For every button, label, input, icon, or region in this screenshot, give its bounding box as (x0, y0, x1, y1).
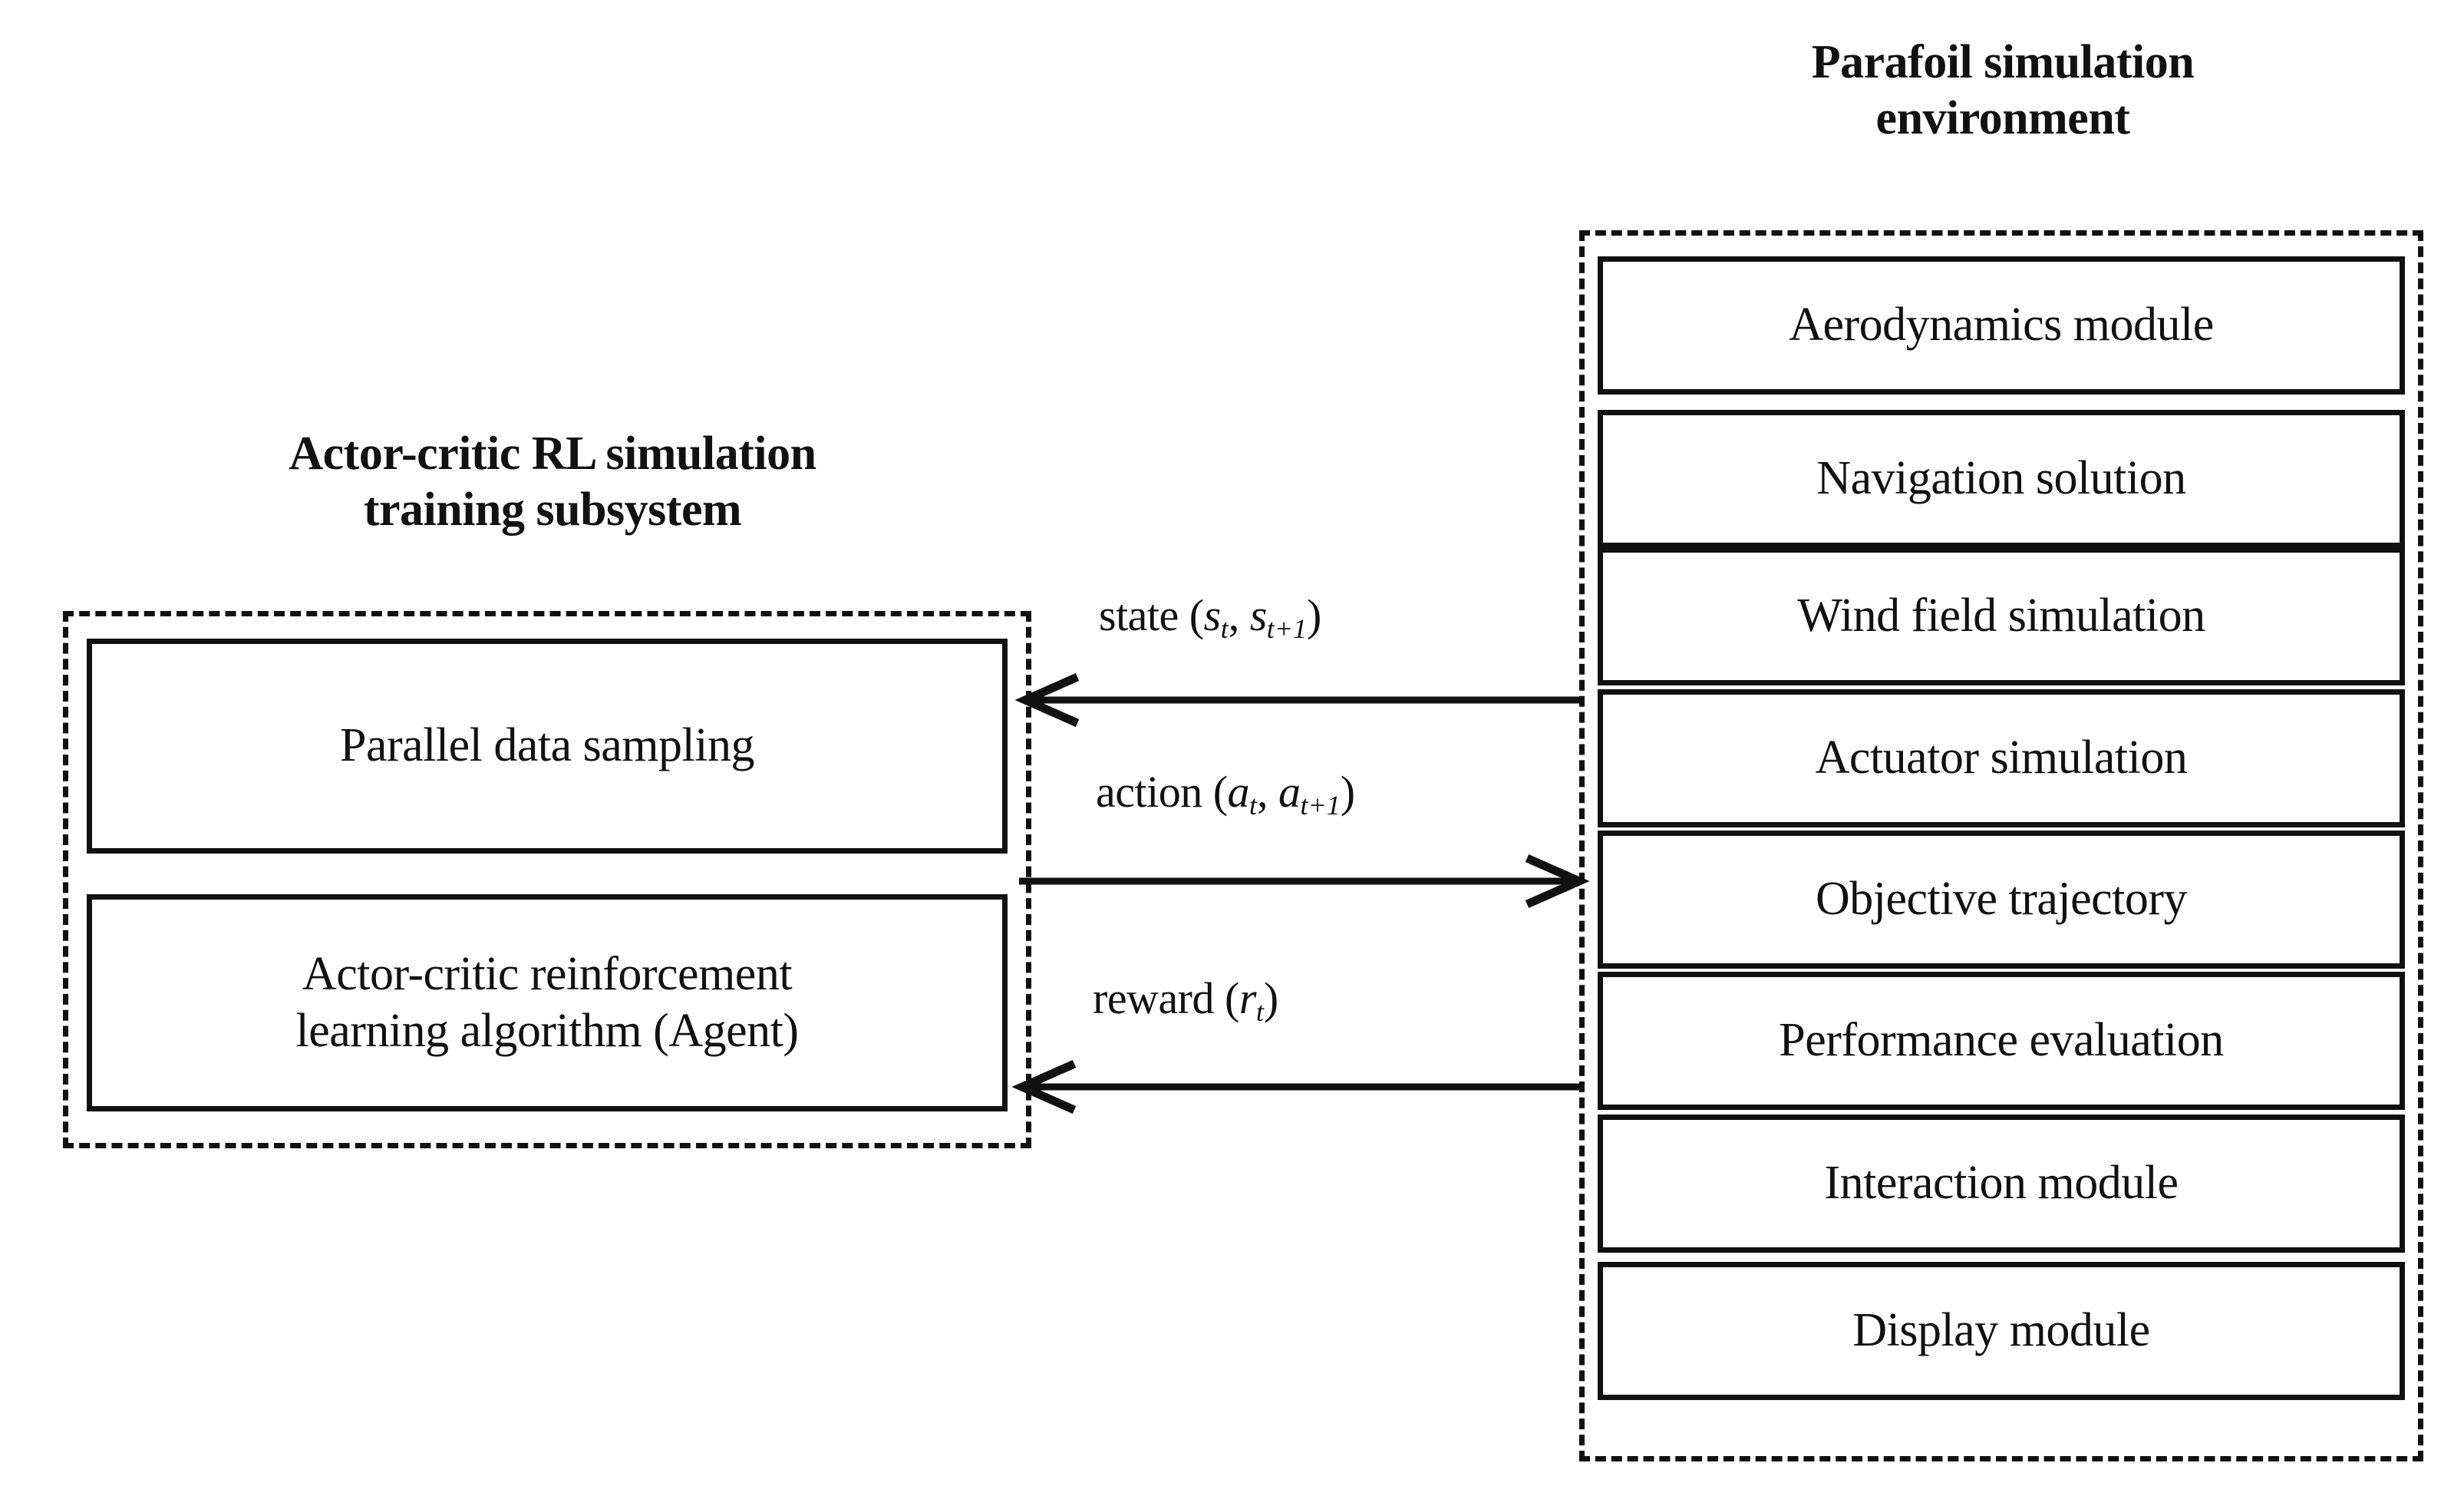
box-actuator-simulation-label: Actuator simulation (1815, 731, 2188, 784)
action-arrow (1019, 854, 1590, 909)
box-performance-evaluation-label: Performance evaluation (1779, 1014, 2224, 1067)
box-wind-field-simulation[interactable]: Wind field simulation (1598, 547, 2405, 685)
state-sub-2: t+1 (1266, 613, 1307, 645)
state-arrow-label: state (st, st+1) (1099, 593, 1321, 643)
reward-arrow-label: reward (rt) (1093, 976, 1278, 1026)
reward-var-1: r (1239, 973, 1257, 1023)
state-label-suffix: ) (1307, 590, 1321, 640)
action-label-suffix: ) (1340, 767, 1355, 817)
box-navigation-solution-label: Navigation solution (1816, 452, 2186, 505)
action-separator: , (1257, 767, 1279, 817)
box-interaction-module[interactable]: Interaction module (1598, 1115, 2405, 1253)
box-display-module[interactable]: Display module (1598, 1262, 2405, 1400)
reward-arrow (1011, 1059, 1584, 1115)
box-parallel-data-sampling[interactable]: Parallel data sampling (87, 639, 1008, 854)
state-separator: , (1228, 590, 1250, 640)
box-parallel-data-sampling-label: Parallel data sampling (340, 719, 754, 772)
right-group-title: Parafoil simulation environment (1811, 36, 2195, 145)
reward-label-suffix: ) (1263, 973, 1278, 1023)
box-navigation-solution[interactable]: Navigation solution (1598, 410, 2405, 548)
box-objective-trajectory[interactable]: Objective trajectory (1598, 831, 2405, 969)
action-var-2: a (1278, 767, 1301, 817)
box-interaction-module-label: Interaction module (1824, 1157, 2179, 1210)
left-group-title: Actor-critic RL simulation training subs… (289, 428, 816, 537)
state-sub-1: t (1220, 613, 1229, 645)
action-var-1: a (1227, 767, 1250, 817)
action-sub-1: t (1249, 790, 1258, 821)
state-var-1: s (1203, 590, 1222, 640)
state-label-prefix: state ( (1099, 590, 1204, 640)
box-wind-field-simulation-label: Wind field simulation (1797, 589, 2205, 642)
box-actuator-simulation[interactable]: Actuator simulation (1598, 689, 2405, 827)
box-aerodynamics-module[interactable]: Aerodynamics module (1598, 256, 2405, 395)
box-aerodynamics-module-label: Aerodynamics module (1789, 299, 2214, 352)
reward-sub-1: t (1255, 996, 1264, 1028)
box-actor-critic-agent-label: Actor-critic reinforcement learning algo… (295, 948, 799, 1057)
box-objective-trajectory-label: Objective trajectory (1815, 873, 2188, 926)
box-performance-evaluation[interactable]: Performance evaluation (1598, 972, 2405, 1110)
parafoil-simulation-environment-group (1579, 230, 2423, 1461)
state-arrow (1014, 672, 1584, 728)
action-sub-2: t+1 (1300, 790, 1341, 821)
box-actor-critic-agent[interactable]: Actor-critic reinforcement learning algo… (87, 894, 1008, 1111)
reward-label-prefix: reward ( (1093, 973, 1239, 1023)
action-label-prefix: action ( (1096, 767, 1228, 817)
action-arrow-label: action (at, at+1) (1096, 770, 1355, 820)
box-display-module-label: Display module (1852, 1304, 2150, 1357)
state-var-2: s (1249, 590, 1268, 640)
